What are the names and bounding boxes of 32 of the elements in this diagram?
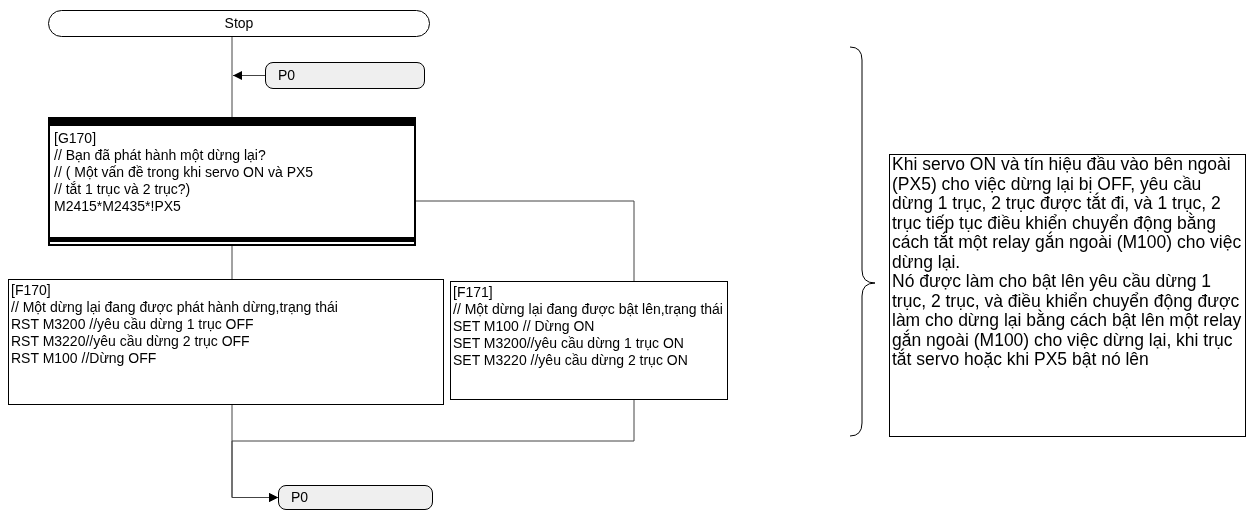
- code-line: // Một dừng lại đang được bật lên,trạng thái: [453, 301, 723, 318]
- code-line: SET M3220 //yêu cầu dừng 2 trục ON: [453, 352, 688, 369]
- connector-line: [231, 36, 233, 118]
- connector-box: [278, 485, 433, 510]
- code-line: [F171]: [453, 284, 493, 301]
- connector-box: [265, 62, 425, 89]
- code-line: [G170]: [54, 130, 97, 147]
- step-box: [450, 281, 728, 400]
- node-label: P0: [278, 66, 296, 85]
- note-paragraph: Khi servo ON và tín hiệu đầu vào bên ngoài (PX5) cho việc dừng lại bị OFF, yêu cầu dừng 1 trục, 2 trục được tắt đi, và 1 trục, 2 trục tiếp tục điều khiển chuyển động bằng cách tắt một relay gắn ngoài (M100) cho việc dừng lại.: [892, 155, 1243, 272]
- node-label: P0: [291, 488, 309, 507]
- note-paragraph: Nó được làm cho bật lên yêu cầu dừng 1 trục, 2 trục, và điều khiển chuyển động được làm cho dừng lại bằng cách bật lên một relay gắn ngoài (M100) cho việc dừng lại, khi trục tắt servo hoặc khi PX5 bật nó lên: [892, 272, 1243, 370]
- code-line: // ( Một vấn đề trong khi servo ON và PX5: [54, 164, 314, 181]
- step-box: [8, 279, 444, 405]
- terminal-box: [48, 10, 430, 37]
- code-line: SET M100 // Dừng ON: [453, 318, 595, 335]
- code-line: [F170]: [11, 282, 51, 299]
- code-line: // Bạn đã phát hành một dừng lại?: [54, 147, 266, 164]
- code-line: RST M3220//yêu cầu dừng 2 trục OFF: [11, 333, 250, 350]
- code-line: // Một dừng lại đang được phát hành dừng,trạng thái: [11, 299, 338, 316]
- code-line: // tắt 1 trục và 2 trục?): [54, 181, 191, 198]
- arrow: [232, 71, 266, 80]
- code-line: M2415*M2435*!PX5: [54, 198, 181, 215]
- note-box: [889, 154, 1246, 437]
- connector-line: [231, 245, 233, 280]
- connector-line: [415, 200, 635, 282]
- code-line: RST M100 //Dừng OFF: [11, 350, 157, 367]
- node-label: Stop: [224, 14, 254, 33]
- transition-box: [48, 117, 416, 246]
- code-line: RST M3200 //yêu cầu dừng 1 trục OFF: [11, 316, 254, 333]
- code-line: SET M3200//yêu cầu dừng 1 trục ON: [453, 335, 684, 352]
- arrow: [231, 399, 635, 502]
